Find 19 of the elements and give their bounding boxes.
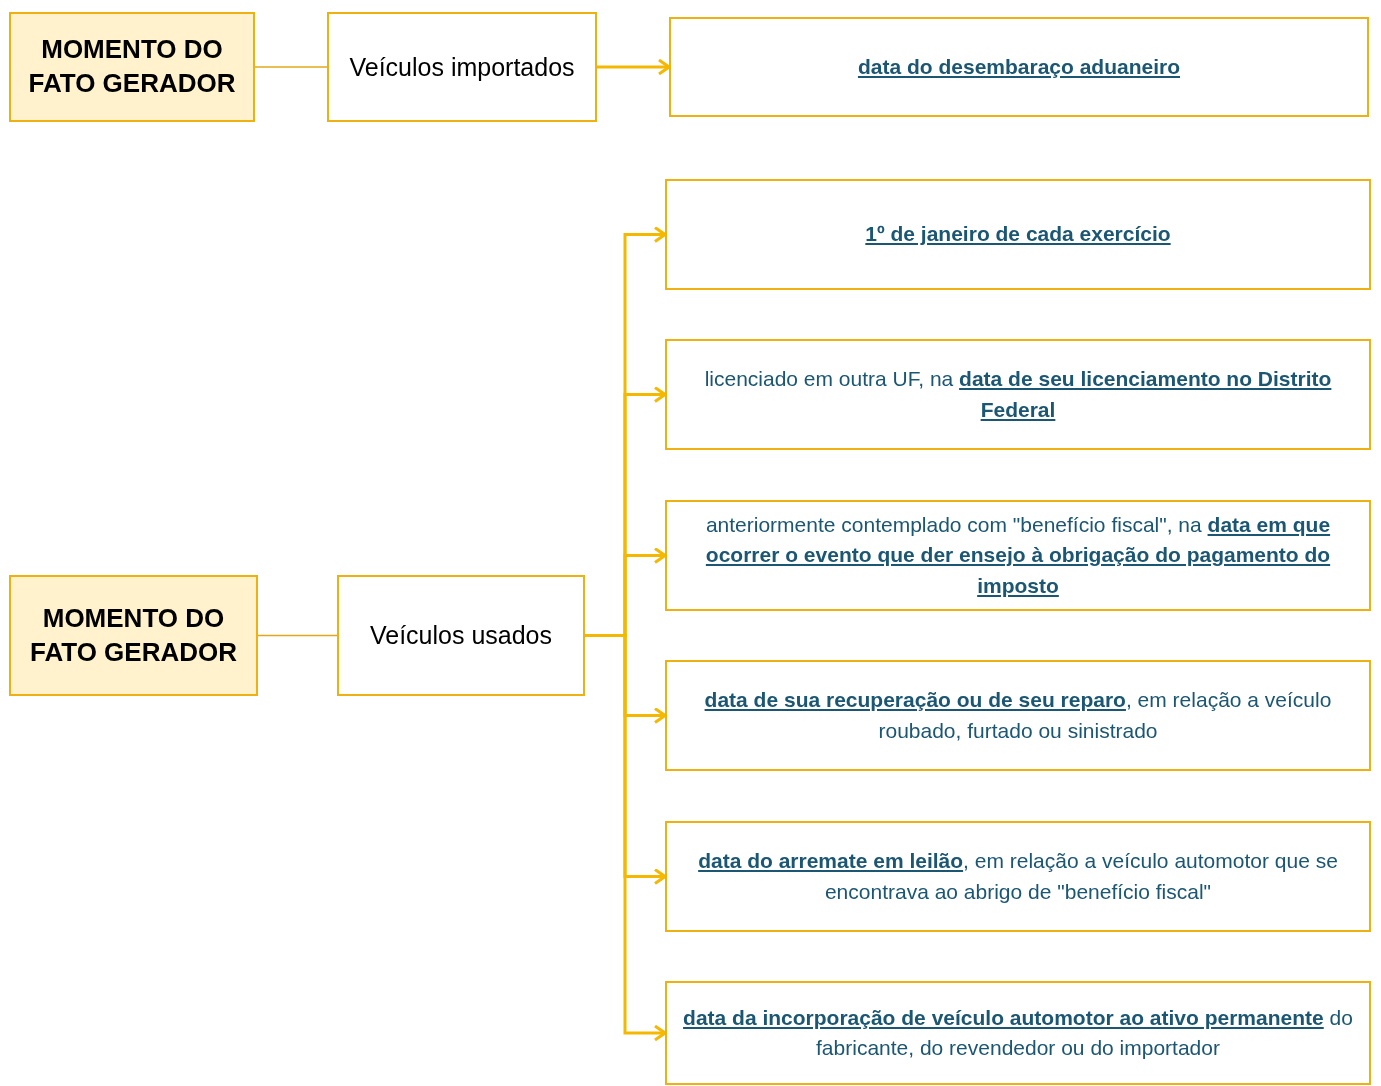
moment-box [9, 575, 258, 696]
connector-line [257, 634, 338, 637]
category-box [327, 12, 597, 122]
label-text: data de sua recuperação ou de seu reparo, em relação a veículo roubado, furtado ou sinistrado [703, 687, 1333, 744]
moment-box [9, 12, 255, 122]
arrow [585, 634, 667, 1042]
label-text: licenciado em outra UF, na data de seu licenciamento no Distrito Federal [703, 366, 1333, 423]
label-text: Veículos usados [369, 621, 553, 650]
label-text: Veículos importados [349, 52, 575, 82]
heading-text: MOMENTO DO FATO GERADOR [27, 33, 237, 100]
category-box [337, 575, 585, 696]
heading-text: MOMENTO DO FATO GERADOR [28, 601, 239, 669]
label-text: anteriormente contemplado com "benefício fiscal", na data em que ocorrer o evento que der ensejo à obrigação do pagamento do imposto [704, 511, 1332, 599]
arrow [597, 58, 671, 76]
label-text: data do arremate em leilão, em relação a veículo automotor que se encontrava ao abrigo de "benefício fiscal" [697, 848, 1339, 905]
label-text: data da incorporação de veículo automotor ao ativo permanente do fabricante, do revendedor ou do importador [682, 1004, 1354, 1061]
connector-line [254, 66, 328, 68]
label-text: data do desembaraço aduaneiro [856, 53, 1182, 80]
label-text: 1º de janeiro de cada exercício [864, 221, 1172, 248]
